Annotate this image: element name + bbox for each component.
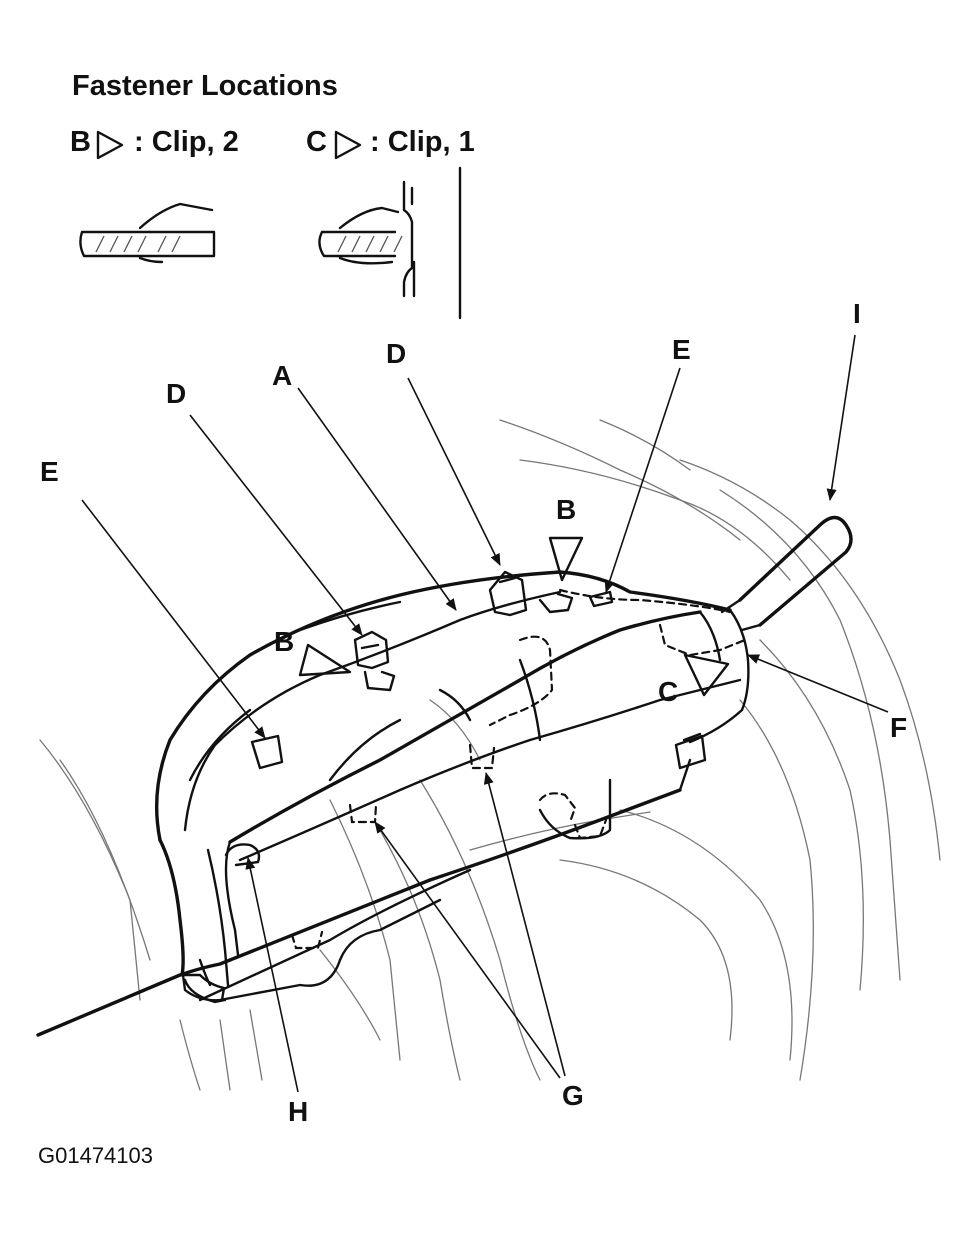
callout-b-left: B	[274, 626, 295, 657]
clip-triangles	[96, 130, 730, 697]
background-structure	[39, 419, 941, 1091]
c-triangle-icon	[683, 653, 730, 697]
callout-e-right: E	[672, 334, 691, 365]
callout-d-left: D	[166, 378, 187, 409]
legend-b-triangle-icon	[96, 130, 124, 160]
callout-f: F	[890, 712, 908, 743]
callout-e-left: E	[40, 456, 59, 487]
lever	[720, 515, 853, 632]
fasteners	[224, 570, 707, 867]
instrument-panel	[36, 570, 750, 1037]
legend-b-text: : Clip, 2	[134, 126, 239, 158]
leader-lines	[81, 334, 889, 1093]
legend-c-text: : Clip, 1	[370, 126, 475, 158]
b-triangle-icon	[298, 643, 352, 677]
callout-a: A	[272, 360, 293, 391]
b2-triangle-icon	[548, 536, 584, 582]
legend-c-letter: C	[306, 126, 327, 158]
legend-b-letter: B	[70, 126, 91, 158]
callout-c: C	[658, 676, 679, 707]
callout-b-top: B	[556, 494, 577, 525]
page-title: Fastener Locations	[72, 70, 338, 102]
legend-c-triangle-icon	[334, 130, 362, 160]
clip-b-icon	[79, 202, 216, 264]
callout-g: G	[562, 1080, 584, 1111]
callout-h: H	[288, 1096, 309, 1127]
clip-c-icon	[318, 166, 462, 320]
callout-d-center: D	[386, 338, 407, 369]
callout-i: I	[853, 298, 861, 329]
figure-id: G01474103	[38, 1143, 153, 1168]
